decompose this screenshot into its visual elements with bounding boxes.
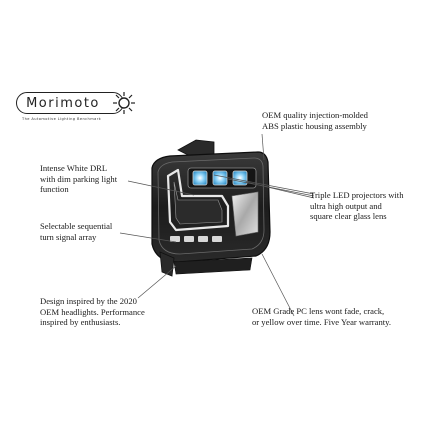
callout-drl: Intense White DRL with dim parking light…	[40, 163, 117, 195]
callout-line: OEM quality injection-molded	[262, 110, 368, 120]
turn-signal-array	[170, 236, 222, 242]
leader-projector-1	[213, 174, 315, 195]
callout-line: ultra high output and	[310, 200, 382, 211]
leader-drl	[127, 180, 195, 196]
led-projector	[192, 170, 208, 186]
callout-line: turn signal array	[40, 231, 97, 242]
callout-line: square clear glass lens	[310, 211, 387, 222]
callout-housing: OEM quality injection-molded ABS plastic…	[262, 110, 368, 131]
mounting-tab	[177, 139, 215, 157]
sun-icon	[113, 92, 135, 114]
callout-line: or yellow over time. Five Year warranty.	[252, 316, 392, 327]
callout-line: function	[40, 184, 69, 195]
callout-line: Intense White DRL	[40, 163, 108, 173]
leader-lines	[119, 133, 315, 317]
morimoto-logo: Morimoto The Automotive Lighting Benchma…	[16, 92, 140, 124]
lens-trim	[157, 157, 265, 255]
callout-line: ABS plastic housing assembly	[262, 120, 367, 131]
callout-line: Selectable sequential	[40, 221, 113, 231]
drl-inner	[173, 181, 223, 225]
leader-turn-signal	[119, 232, 177, 243]
callout-turn-signal: Selectable sequential turn signal array	[40, 221, 112, 242]
leader-design	[137, 265, 177, 299]
chrome-accent	[231, 191, 259, 237]
leader-lens	[261, 253, 295, 317]
leader-projector-3	[245, 181, 315, 199]
callout-line: with dim parking light	[40, 173, 118, 184]
leader-housing	[261, 133, 265, 161]
led-projector	[232, 170, 248, 186]
leader-projector-2	[227, 178, 315, 197]
callout-line: inspired by enthusiasts.	[40, 317, 121, 328]
callout-design: Design inspired by the 2020 OEM headligh…	[40, 296, 145, 328]
bottom-bracket	[159, 251, 175, 277]
drl-light-guide	[166, 168, 230, 232]
callout-projectors: Triple LED projectors with ultra high ou…	[310, 190, 404, 222]
bottom-rail	[173, 257, 253, 275]
callout-line: OEM headlights. Performance	[40, 306, 145, 317]
led-projectors	[192, 170, 248, 186]
callout-line: Triple LED projectors with	[310, 190, 404, 200]
callout-line: Design inspired by the 2020	[40, 296, 137, 306]
led-projector	[212, 170, 228, 186]
logo-tagline: The Automotive Lighting Benchmark	[22, 117, 102, 121]
callout-line: OEM Grade PC lens wont fade, crack,	[252, 306, 385, 316]
callout-lens: OEM Grade PC lens wont fade, crack, or y…	[252, 306, 391, 327]
